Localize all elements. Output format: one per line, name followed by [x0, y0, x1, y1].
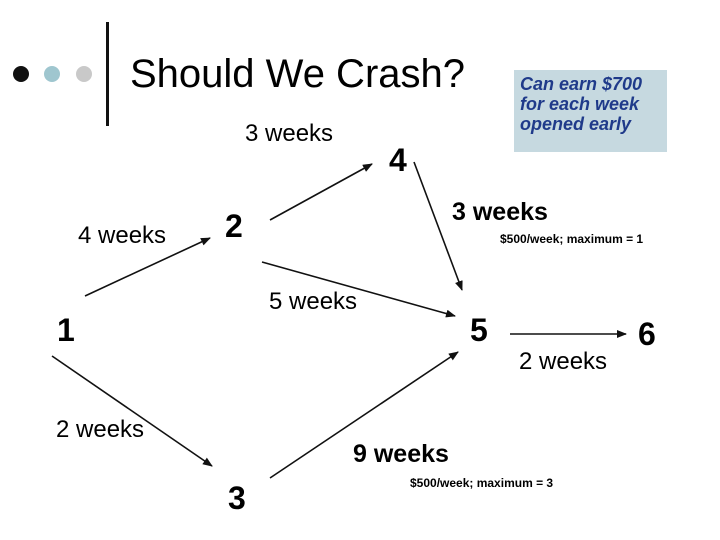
edge-label-2-5: 5 weeks	[269, 288, 358, 315]
edge-label-4-5: 3 weeks	[452, 198, 548, 226]
node-2: 2	[225, 208, 243, 244]
edge-label-1-2: 4 weeks	[78, 222, 167, 249]
edge-4-5	[413, 161, 463, 291]
edge-1-3	[51, 355, 213, 467]
edge-label-5-6: 2 weeks	[519, 348, 608, 375]
edge-label-2-4: 3 weeks	[245, 120, 334, 147]
edge-1-2	[84, 237, 211, 297]
bullet-dot-3	[76, 66, 92, 82]
callout-note: Can earn $700 for each week opened early	[514, 70, 667, 152]
title-divider	[106, 22, 109, 126]
crash-cost-3-5: $500/week; maximum = 3	[410, 476, 554, 490]
node-6: 6	[638, 316, 656, 352]
edge-2-5	[261, 261, 456, 318]
edge-3-5	[269, 351, 459, 479]
bullet-dot-1	[13, 66, 29, 82]
page-title: Should We Crash?	[130, 52, 465, 96]
crash-cost-4-5: $500/week; maximum = 1	[500, 232, 644, 246]
bullet-dot-2	[44, 66, 60, 82]
edge-2-4	[269, 163, 373, 221]
node-4: 4	[389, 142, 407, 178]
node-3: 3	[228, 480, 246, 516]
edge-label-1-3: 2 weeks	[56, 416, 145, 443]
node-1: 1	[57, 312, 75, 348]
node-5: 5	[470, 312, 488, 348]
edge-label-3-5: 9 weeks	[353, 440, 449, 468]
